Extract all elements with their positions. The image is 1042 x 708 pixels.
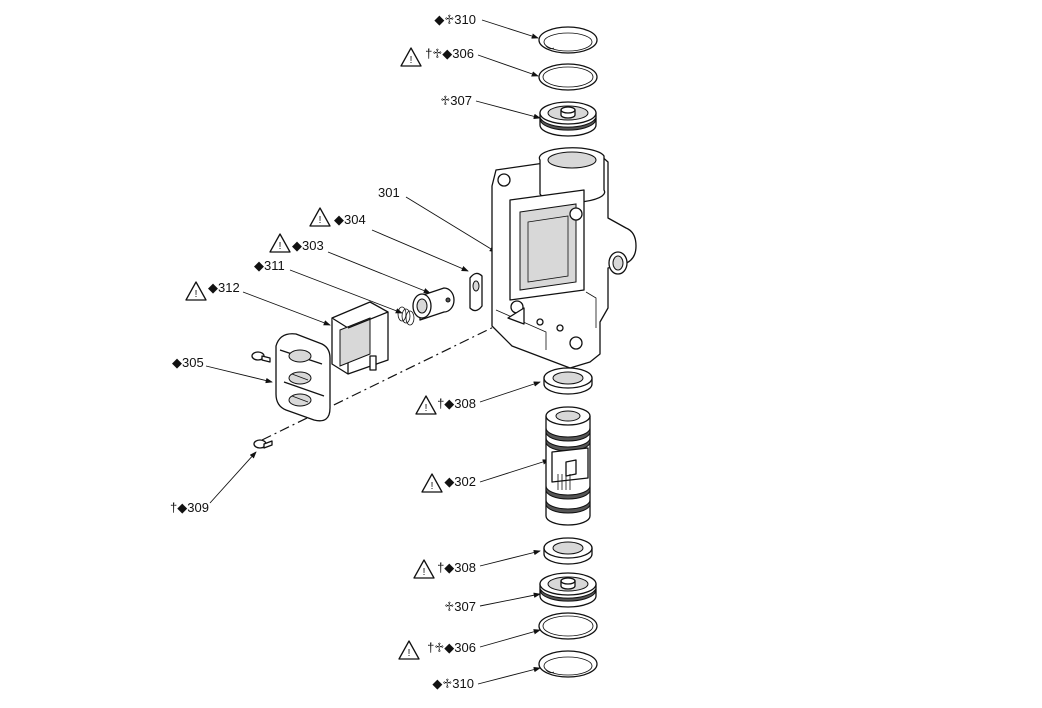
- callout-309: †◆309: [170, 500, 209, 515]
- o-ring-306-top: [538, 63, 598, 91]
- warning-icon-302: !: [421, 473, 443, 493]
- svg-text:!: !: [425, 403, 428, 414]
- o-ring-306-bottom: [538, 612, 598, 640]
- svg-text:!: !: [319, 215, 322, 226]
- callout-307-top: ♱307: [440, 93, 472, 108]
- callout-308-bottom: †◆308: [437, 560, 476, 575]
- callout-308-top: †◆308: [437, 396, 476, 411]
- callout-303: ◆303: [292, 238, 324, 253]
- svg-text:!: !: [431, 481, 434, 492]
- svg-text:!: !: [410, 55, 413, 66]
- seat-307-bottom: [539, 572, 597, 608]
- plate-305: [275, 333, 331, 422]
- callout-301: 301: [378, 185, 400, 200]
- seal-308-top: [543, 367, 593, 395]
- callout-306-bottom: †♱◆306: [427, 640, 476, 655]
- callout-305: ◆305: [172, 355, 204, 370]
- spring-311: [397, 306, 415, 326]
- warning-icon-303: !: [269, 233, 291, 253]
- retaining-ring-310-bottom: [538, 650, 598, 678]
- callout-302: ◆302: [444, 474, 476, 489]
- callout-310-bottom: ◆♱310: [432, 676, 474, 691]
- warning-icon-312: !: [185, 281, 207, 301]
- callout-310-top: ◆♱310: [434, 12, 476, 27]
- screw-309-bottom: [253, 439, 273, 449]
- cover-312: [331, 301, 389, 375]
- warning-icon-304: !: [309, 207, 331, 227]
- seat-307-top: [539, 101, 597, 137]
- callout-304: ◆304: [334, 212, 366, 227]
- svg-text:!: !: [423, 567, 426, 578]
- svg-text:!: !: [195, 289, 198, 300]
- retaining-ring-310-top: [538, 26, 598, 54]
- cartridge-302: [545, 406, 591, 526]
- cam-303: [412, 287, 455, 321]
- svg-text:!: !: [279, 241, 282, 252]
- leader-lines: [205, 19, 550, 685]
- callout-312: ◆312: [208, 280, 240, 295]
- warning-icon-306-top: !: [400, 47, 422, 67]
- warning-icon-308-top: !: [415, 395, 437, 415]
- warning-icon-308-bottom: !: [413, 559, 435, 579]
- seal-304: [469, 272, 483, 312]
- callout-306-top: †♱◆306: [425, 46, 474, 61]
- assembly-axis: [261, 317, 513, 441]
- callout-307-bottom: ♱307: [444, 599, 476, 614]
- valve-housing-301: [491, 147, 637, 369]
- warning-icon-306-bottom: !: [398, 640, 420, 660]
- callout-311: ◆311: [254, 258, 285, 273]
- seal-308-bottom: [543, 537, 593, 565]
- callout-labels: ◆♱310 †♱◆306 ♱307 301 ◆304 ◆303 ◆311 ◆31…: [170, 12, 476, 691]
- screw-309-top: [251, 351, 271, 363]
- svg-text:!: !: [408, 648, 411, 659]
